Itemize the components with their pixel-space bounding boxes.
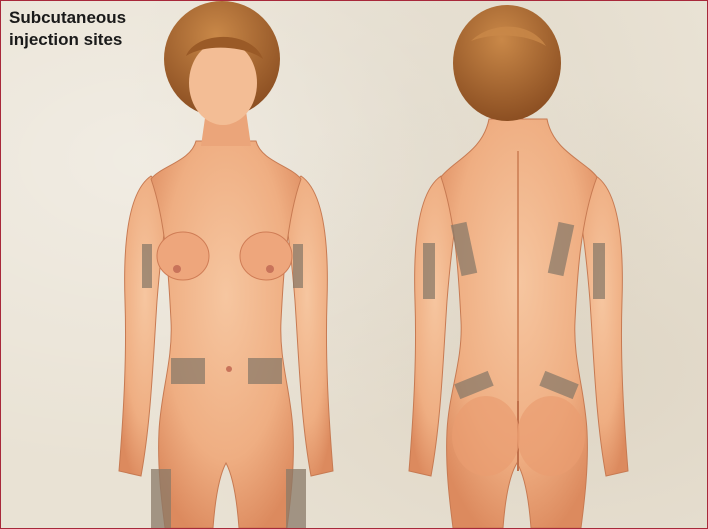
front-face [189,41,257,125]
title-line-1: Subcutaneous [9,7,126,29]
injection-site-back-upper-arm-right [593,243,605,299]
front-navel [226,366,232,372]
title-line-2: injection sites [9,29,126,51]
injection-site-thigh-right [286,469,306,528]
front-nipple-left [173,265,181,273]
injection-site-back-upper-arm-left [423,243,435,299]
figure-title: Subcutaneous injection sites [9,7,126,51]
injection-site-thigh-left [151,469,171,528]
back-hair [453,5,561,121]
injection-site-abdomen-right [248,358,282,384]
injection-site-front-upper-arm-right [293,244,303,288]
injection-site-abdomen-left [171,358,205,384]
back-buttock-right [517,396,585,476]
back-view-figure [409,5,628,528]
front-breast-left [157,232,209,280]
front-nipple-right [266,265,274,273]
back-buttock-left [452,396,520,476]
injection-site-front-upper-arm-left [142,244,152,288]
front-torso [151,141,301,528]
front-breast-right [240,232,292,280]
front-view-figure [119,1,333,528]
